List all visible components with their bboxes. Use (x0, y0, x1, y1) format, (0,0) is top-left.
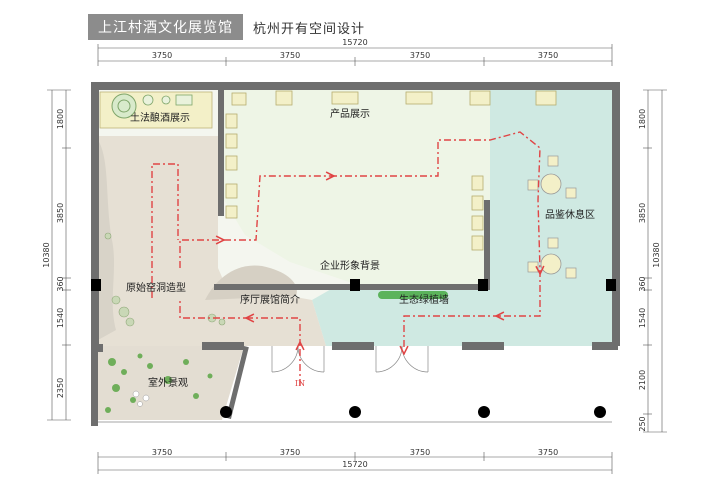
plan-title: 上江村酒文化展览馆 (88, 14, 243, 40)
zone-label-outdoor: 室外景观 (148, 376, 188, 389)
top-span-1: 3750 (152, 51, 172, 60)
top-overall-dim: 15720 (342, 38, 367, 47)
bottom-span-2: 3750 (280, 448, 300, 457)
wall-display-cases (225, 113, 484, 251)
top-span-4: 3750 (538, 51, 558, 60)
right-dim-6: 250 (638, 416, 647, 431)
brewing-vat-icon (111, 93, 137, 119)
brewing-jar-icon (142, 94, 154, 106)
bottom-span-4: 3750 (538, 448, 558, 457)
entrance-label: IN (295, 379, 305, 388)
left-dim-1: 1800 (56, 109, 65, 129)
right-dimensions (643, 89, 667, 433)
left-dim-2: 3850 (56, 203, 65, 223)
right-total-dim: 10380 (652, 242, 661, 267)
left-dimensions (47, 89, 71, 421)
top-dimensions (97, 44, 613, 66)
product-display-cabinets (231, 90, 557, 106)
cave-mouth-rock (205, 265, 297, 300)
left-dim-3: 360 (56, 276, 65, 291)
plan-subtitle: 杭州开有空间设计 (253, 21, 366, 37)
lounge-table-set (527, 155, 577, 279)
product-display-floor (224, 90, 490, 284)
lounge-floor (312, 90, 612, 346)
zone-label-green-wall: 生态绿植墙 (399, 293, 449, 306)
right-dim-1: 1800 (638, 109, 647, 129)
bottom-span-3: 3750 (410, 448, 430, 457)
right-dim-2: 3850 (638, 203, 647, 223)
top-span-3: 3750 (410, 51, 430, 60)
right-dim-5: 2100 (638, 370, 647, 390)
title-bar: 上江村酒文化展览馆 杭州开有空间设计 (88, 14, 365, 40)
cave-rockwork (98, 140, 116, 340)
visitor-route (151, 131, 540, 386)
front-posts (220, 406, 606, 418)
bottom-dimensions (97, 452, 613, 474)
brewing-jar-icon (161, 95, 171, 105)
left-dim-5: 2350 (56, 378, 65, 398)
outdoor-stones (132, 390, 150, 407)
brewing-table-icon (175, 94, 193, 106)
right-dim-3: 360 (638, 276, 647, 291)
bottom-span-1: 3750 (152, 448, 172, 457)
outdoor-plants (105, 353, 213, 413)
left-dim-4: 1540 (56, 308, 65, 328)
brewing-vat-inner-icon (117, 99, 131, 113)
zone-label-brewing: 土法酿酒展示 (130, 111, 190, 124)
top-span-2: 3750 (280, 51, 300, 60)
zone-label-corporate: 企业形象背景 (320, 259, 380, 272)
columns (91, 279, 616, 291)
zone-label-cave: 原始窑洞造型 (126, 281, 186, 294)
left-total-dim: 10380 (42, 242, 51, 267)
bottom-overall-dim: 15720 (342, 460, 367, 469)
lobby-plants (104, 232, 226, 327)
green-plant-wall (378, 291, 448, 299)
zone-label-product: 产品展示 (330, 107, 370, 120)
zone-label-lounge: 品鉴休息区 (545, 208, 595, 221)
right-dim-4: 1540 (638, 308, 647, 328)
zone-label-lobby: 序厅展馆简介 (240, 293, 300, 306)
